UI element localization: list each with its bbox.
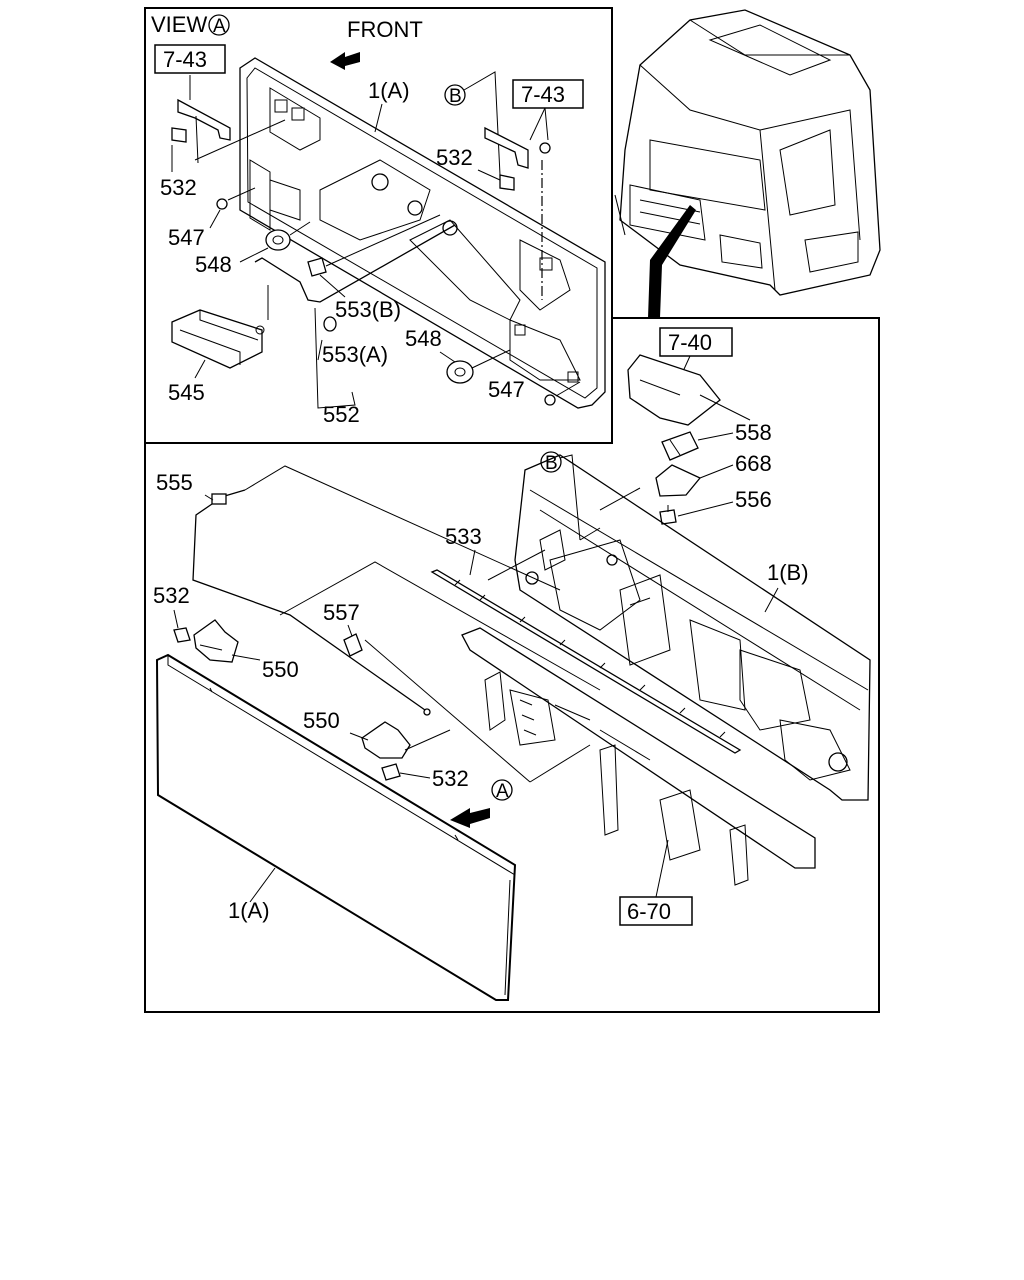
svg-text:A: A <box>213 16 226 37</box>
part-558: 558 <box>661 420 772 461</box>
svg-text:553(B): 553(B) <box>335 297 401 322</box>
part-532-d: 532 <box>381 763 469 791</box>
svg-text:533: 533 <box>445 524 482 549</box>
part-550-a: 550 <box>193 619 299 682</box>
svg-text:6-70: 6-70 <box>627 899 671 924</box>
svg-text:532: 532 <box>436 145 473 170</box>
part-550-b: 550 <box>303 708 451 759</box>
svg-text:545: 545 <box>168 380 205 405</box>
part-553a: 553(A) <box>317 316 388 367</box>
truck-cab <box>614 9 881 318</box>
ref-box-7-43-right: 7-43 <box>512 79 584 109</box>
svg-text:FRONT: FRONT <box>347 17 423 42</box>
guide-lines <box>244 465 601 783</box>
circle-b-bottom: B <box>540 451 581 541</box>
label-1b: 1(B) <box>764 560 809 613</box>
svg-text:547: 547 <box>168 225 205 250</box>
view-a-arrow: A <box>450 779 513 828</box>
svg-text:668: 668 <box>735 451 772 476</box>
bracket-right <box>484 107 551 300</box>
svg-text:548: 548 <box>195 252 232 277</box>
svg-text:A: A <box>496 781 509 802</box>
svg-text:548: 548 <box>405 326 442 351</box>
svg-text:B: B <box>449 86 462 107</box>
svg-text:558: 558 <box>735 420 772 445</box>
part-532-c: 532 <box>153 583 191 643</box>
svg-text:532: 532 <box>432 766 469 791</box>
panel-1a-view <box>239 57 606 409</box>
label-1a-top: 1(A) <box>368 78 410 133</box>
front-arrow: FRONT <box>330 17 423 70</box>
svg-text:7-40: 7-40 <box>668 330 712 355</box>
rod-552 <box>254 224 456 320</box>
grille-panel-1a <box>155 653 517 1001</box>
cross-member <box>461 627 816 886</box>
view-title: VIEW A <box>151 12 230 37</box>
svg-text:552: 552 <box>323 402 360 427</box>
svg-text:532: 532 <box>153 583 190 608</box>
part-548-b: 548 <box>405 326 511 384</box>
svg-text:VIEW: VIEW <box>151 12 207 37</box>
part-668: 668 <box>655 451 772 497</box>
svg-text:1(A): 1(A) <box>368 78 410 103</box>
label-532-b: 532 <box>436 145 501 181</box>
ref-box-7-43-left: 7-43 <box>154 44 226 74</box>
label-1a-bottom: 1(A) <box>228 867 276 923</box>
part-545: 545 <box>168 309 265 405</box>
svg-text:557: 557 <box>323 600 360 625</box>
circle-b-top: B <box>444 71 501 176</box>
svg-text:550: 550 <box>262 657 299 682</box>
svg-text:1(A): 1(A) <box>228 898 270 923</box>
part-533: 533 <box>430 524 742 754</box>
part-553b: 553(B) <box>307 214 441 322</box>
svg-text:B: B <box>545 453 558 474</box>
svg-text:1(B): 1(B) <box>767 560 809 585</box>
svg-text:555: 555 <box>156 470 193 495</box>
cowl-panel-1b <box>514 454 871 801</box>
label-532-a: 532 <box>160 145 197 200</box>
main-frame <box>144 7 880 1013</box>
svg-text:532: 532 <box>160 175 197 200</box>
svg-text:7-43: 7-43 <box>521 82 565 107</box>
mirror-bracket <box>627 354 751 426</box>
ref-box-6-70: 6-70 <box>619 839 693 926</box>
part-547-b: 547 <box>488 377 581 406</box>
svg-text:553(A): 553(A) <box>322 342 388 367</box>
cable-555: 555 <box>156 470 431 716</box>
bracket-left <box>171 75 286 164</box>
label-552: 552 <box>314 307 360 427</box>
svg-text:7-43: 7-43 <box>163 47 207 72</box>
part-557: 557 <box>323 600 363 657</box>
part-556: 556 <box>599 487 772 525</box>
svg-text:556: 556 <box>735 487 772 512</box>
part-548-a: 548 <box>195 221 311 277</box>
svg-text:550: 550 <box>303 708 340 733</box>
svg-text:547: 547 <box>488 377 525 402</box>
ref-box-7-40: 7-40 <box>659 327 733 379</box>
part-547-a: 547 <box>168 187 256 250</box>
